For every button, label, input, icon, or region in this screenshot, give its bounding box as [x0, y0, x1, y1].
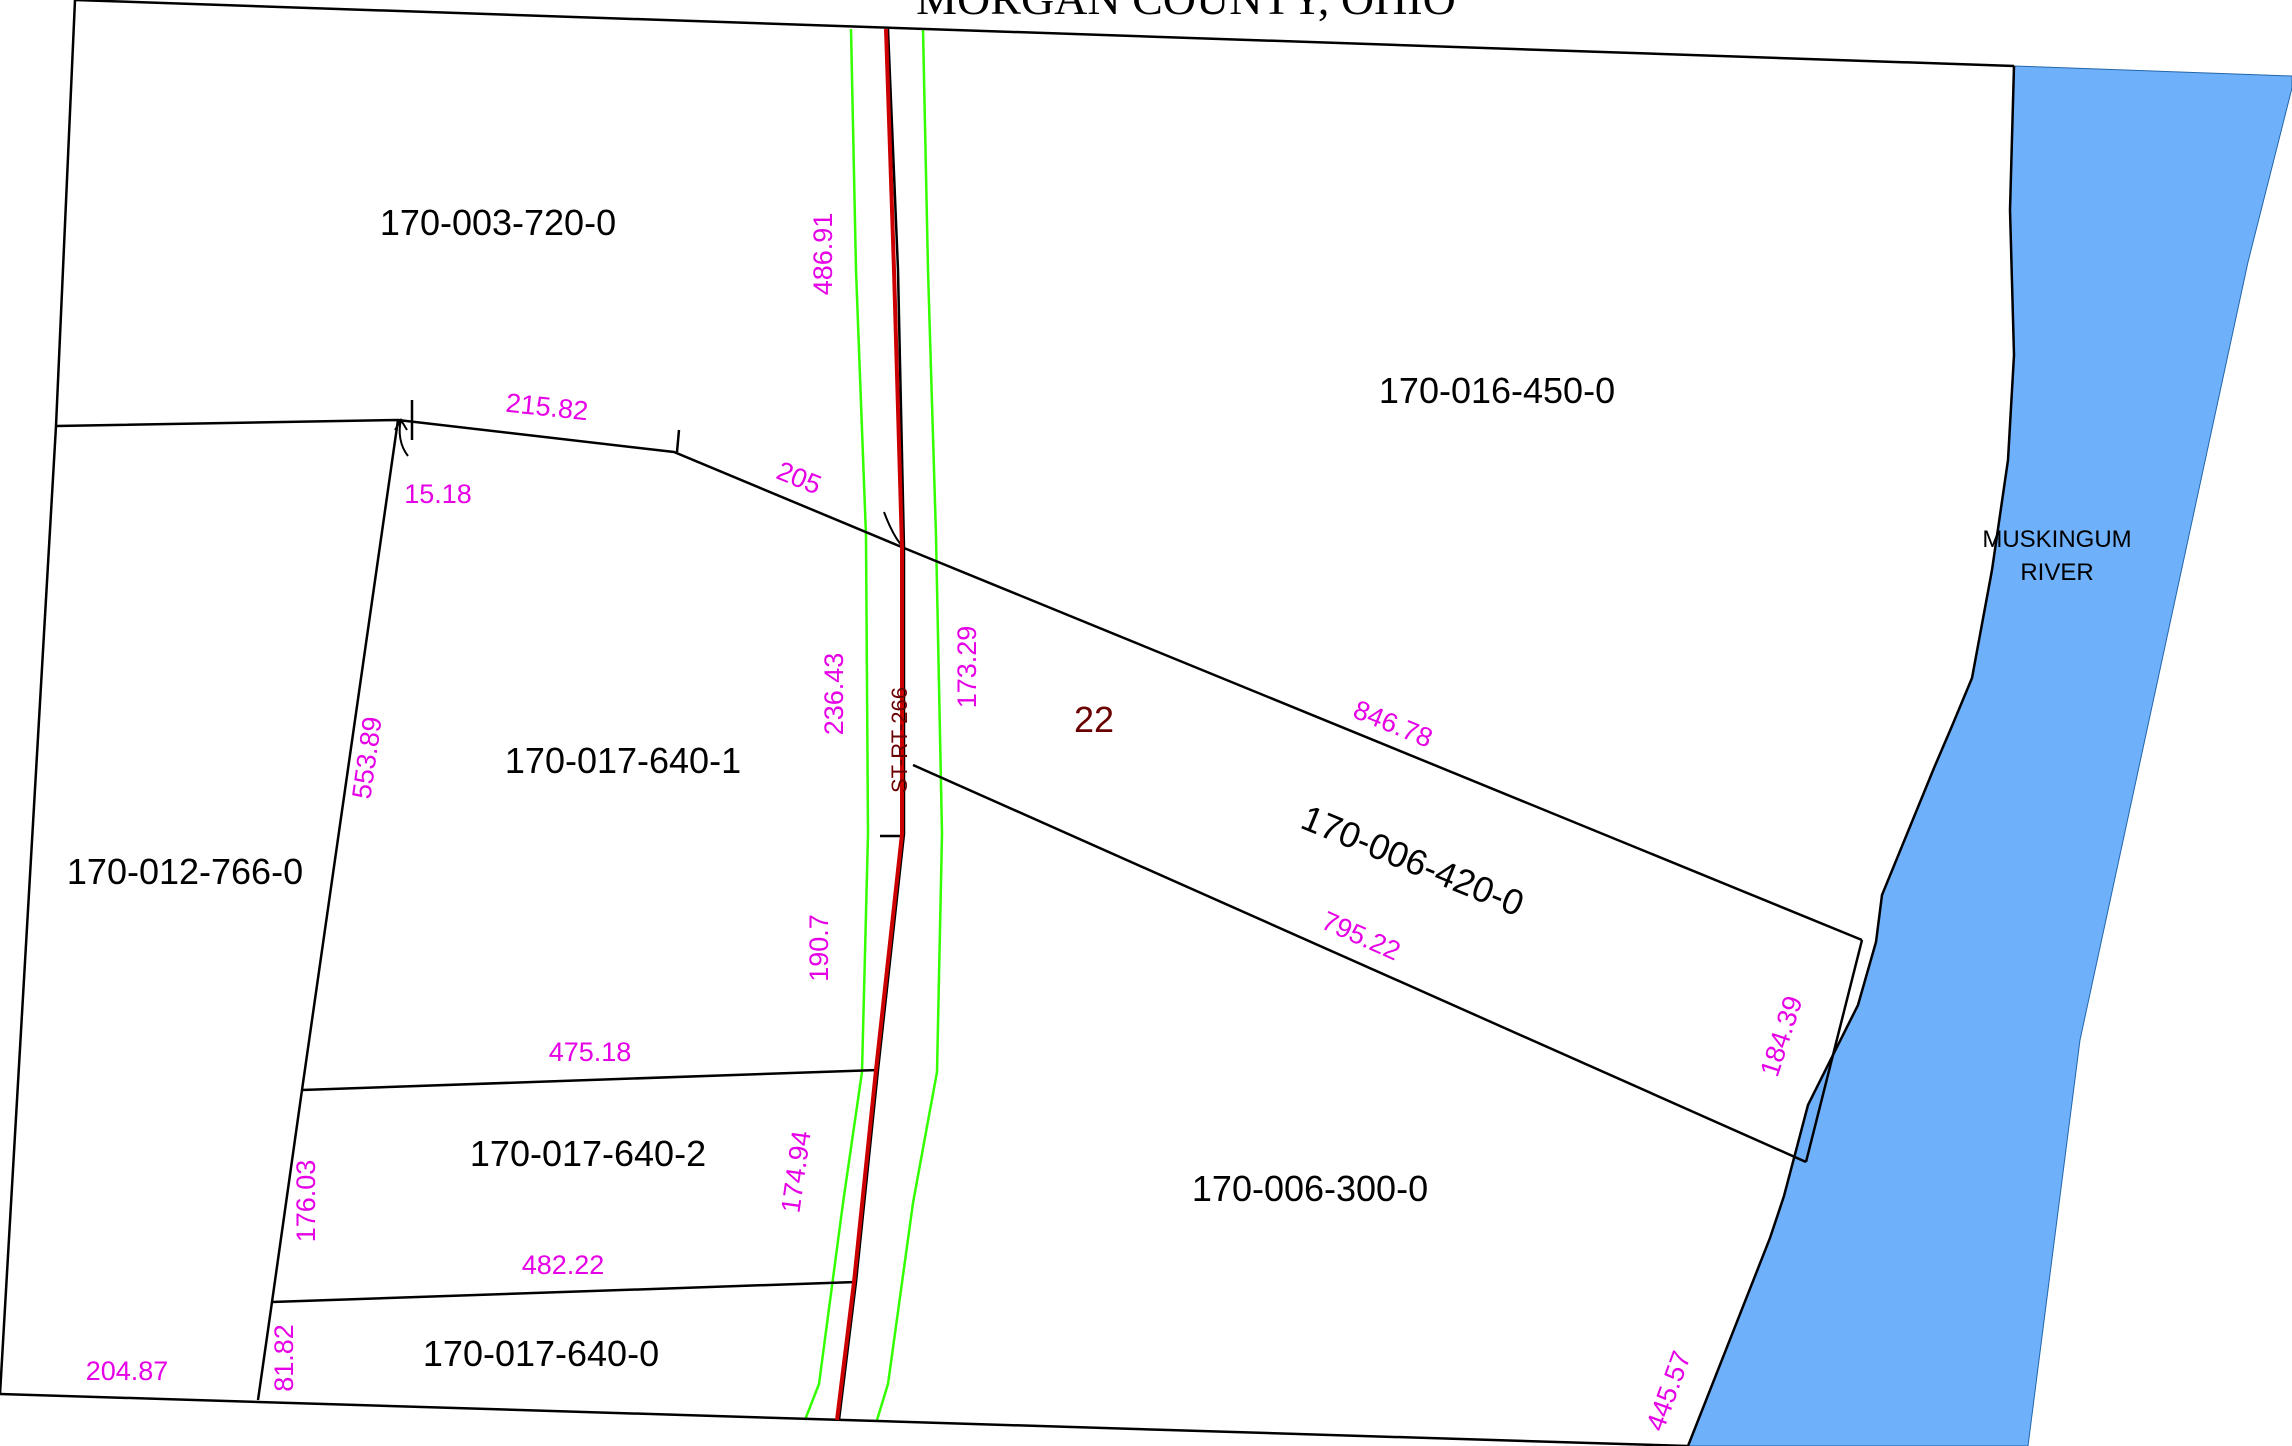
dimension-795-22: 795.22: [1317, 905, 1405, 966]
boundary-017-640-2-north: [301, 1068, 879, 1092]
dimension-445-57: 445.57: [1640, 1347, 1696, 1435]
dimension-173-29: 173.29: [952, 626, 982, 709]
dimension-475-18: 475.18: [549, 1037, 632, 1067]
boundary-003-720-south: [55, 418, 905, 550]
dimension-190-7: 190.7: [804, 914, 834, 982]
boundary-006-420-north: [903, 546, 1863, 942]
boundary-017-640-2-south: [271, 1280, 857, 1304]
dimension-205: 205: [772, 456, 825, 501]
dimension-215-82: 215.82: [504, 388, 589, 426]
dimension-81-82: 81.82: [269, 1324, 299, 1392]
right-of-way: [803, 28, 944, 1421]
boundary-south: [0, 1392, 1689, 1446]
boundary-006-420-east: [1804, 939, 1864, 1163]
right-of-way-west: [803, 28, 870, 1421]
muskingum-river: [1687, 65, 2292, 1446]
boundary-north: [74, 0, 2015, 68]
riverbank-west: [1686, 65, 2016, 1446]
river-label-line2: RIVER: [2020, 559, 2093, 586]
dimension-174-94: 174.94: [775, 1129, 816, 1215]
parcel-label-170-003-720-0: 170-003-720-0: [380, 202, 616, 243]
tick-mark-2: [675, 429, 681, 453]
parcel-label-170-017-640-0: 170-017-640-0: [423, 1333, 659, 1374]
dimension-15-18: 15.18: [404, 479, 472, 509]
arrowhead: [394, 418, 408, 431]
parcel-label-170-006-300-0: 170-006-300-0: [1192, 1168, 1428, 1209]
parcel-label-170-012-766-0: 170-012-766-0: [67, 851, 303, 892]
county-title: MORGAN COUNTY, OHIO: [916, 0, 1456, 24]
dimension-184-39: 184.39: [1754, 992, 1808, 1080]
road-label: ST-RT-266: [887, 687, 912, 793]
boundary-006-420-south: [912, 763, 1807, 1164]
parcel-label-170-017-640-1: 170-017-640-1: [505, 740, 741, 781]
boundary-017-640-1-west: [256, 419, 400, 1401]
curve-arrow-15-18: [398, 419, 409, 457]
dimension-236-43: 236.43: [819, 653, 849, 736]
road-centerline: [835, 28, 904, 1421]
lot-number: 22: [1074, 699, 1114, 740]
dimension-204-87: 204.87: [86, 1356, 169, 1386]
dimension-482-22: 482.22: [522, 1250, 605, 1280]
right-of-way-east: [875, 28, 944, 1421]
dimension-176-03: 176.03: [291, 1160, 321, 1243]
dimension-846-78: 846.78: [1349, 694, 1437, 753]
dimension-486-91: 486.91: [808, 213, 838, 296]
parcel-label-170-016-450-0: 170-016-450-0: [1379, 370, 1615, 411]
river-label-line1: MUSKINGUM: [1982, 526, 2131, 553]
parcel-label-170-017-640-2: 170-017-640-2: [470, 1133, 706, 1174]
boundary-west: [0, 0, 77, 1395]
